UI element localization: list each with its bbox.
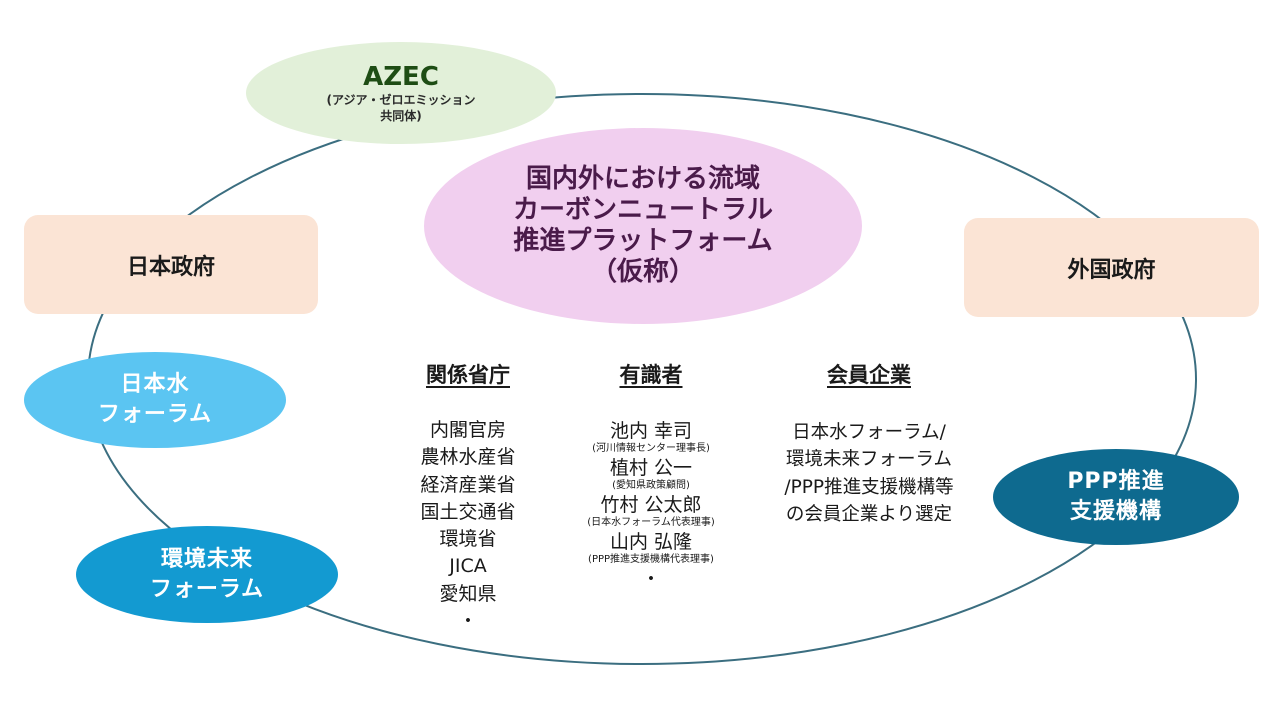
environment-forum-line2: フォーラム xyxy=(149,576,265,602)
japan-water-forum-line1: 日本水 xyxy=(120,372,190,397)
ministry-item: JICA xyxy=(449,555,487,578)
platform-title-line3: 推進プラットフォーム xyxy=(513,226,773,256)
foreign-government-node: 外国政府 xyxy=(964,218,1259,317)
foreign-government-label: 外国政府 xyxy=(1067,257,1156,283)
members-line: 環境未来フォーラム xyxy=(786,449,952,471)
ministry-item: 経済産業省 xyxy=(420,473,516,496)
platform-title-line1: 国内外における流域 xyxy=(525,164,760,194)
members-column: 会員企業 日本水フォーラム/ 環境未来フォーラム /PPP推進支援機構等 の会員… xyxy=(760,361,978,528)
japan-government-label: 日本政府 xyxy=(126,254,215,280)
expert-name: 植村 公一 xyxy=(609,457,693,479)
ministry-item: 環境省 xyxy=(439,528,497,551)
members-line: の会員企業より選定 xyxy=(785,503,953,525)
ppp-support-line1: PPP推進 xyxy=(1067,469,1165,494)
members-line: 日本水フォーラム/ xyxy=(792,422,946,443)
expert-role: (愛知県政策顧問) xyxy=(612,480,690,491)
environment-forum-node: 環境未来 フォーラム xyxy=(76,526,338,623)
platform-title-line2: カーボンニュートラル xyxy=(512,195,773,225)
ministry-item: 愛知県 xyxy=(439,582,497,605)
japan-water-forum-line2: フォーラム xyxy=(97,402,213,427)
azec-node: AZEC (アジア・ゼロエミッション 共同体) xyxy=(246,42,556,144)
expert-role: (河川情報センター理事長) xyxy=(592,443,710,454)
azec-subtitle-line1: (アジア・ゼロエミッション xyxy=(326,93,476,107)
japan-government-node: 日本政府 xyxy=(24,215,318,314)
japan-water-forum-node: 日本水 フォーラム xyxy=(24,352,286,448)
expert-role: (PPP推進支援機構代表理事) xyxy=(588,554,714,565)
ministry-item: 国土交通省 xyxy=(420,500,516,523)
ppp-support-line2: 支援機構 xyxy=(1069,499,1162,524)
experts-heading: 有識者 xyxy=(619,363,683,387)
azec-subtitle-line2: 共同体) xyxy=(380,109,422,123)
ministry-item: 農林水産省 xyxy=(420,446,516,469)
expert-role: (日本水フォーラム代表理事) xyxy=(587,517,715,528)
experts-column: 有識者 池内 幸司 (河川情報センター理事長) 植村 公一 (愛知県政策顧問) … xyxy=(556,361,746,591)
ministry-item: 内閣官房 xyxy=(429,419,506,441)
environment-forum-line1: 環境未来 xyxy=(160,546,253,572)
ministries-column: 関係省庁 内閣官房 農林水産省 経済産業省 国土交通省 環境省 JICA 愛知県… xyxy=(398,361,538,635)
expert-name: 池内 幸司 xyxy=(609,420,693,442)
ministry-more: ・ xyxy=(458,610,478,633)
members-heading: 会員企業 xyxy=(827,363,911,387)
expert-name: 竹村 公太郎 xyxy=(600,494,702,516)
platform-center-node: 国内外における流域 カーボンニュートラル 推進プラットフォーム （仮称） xyxy=(424,128,862,324)
expert-name: 山内 弘隆 xyxy=(609,531,693,553)
members-line: /PPP推進支援機構等 xyxy=(784,476,954,498)
experts-more: ・ xyxy=(641,568,661,590)
azec-title: AZEC xyxy=(363,62,439,92)
platform-title-line4: （仮称） xyxy=(590,257,695,287)
ppp-support-node: PPP推進 支援機構 xyxy=(993,449,1239,545)
ministries-heading: 関係省庁 xyxy=(426,363,510,387)
